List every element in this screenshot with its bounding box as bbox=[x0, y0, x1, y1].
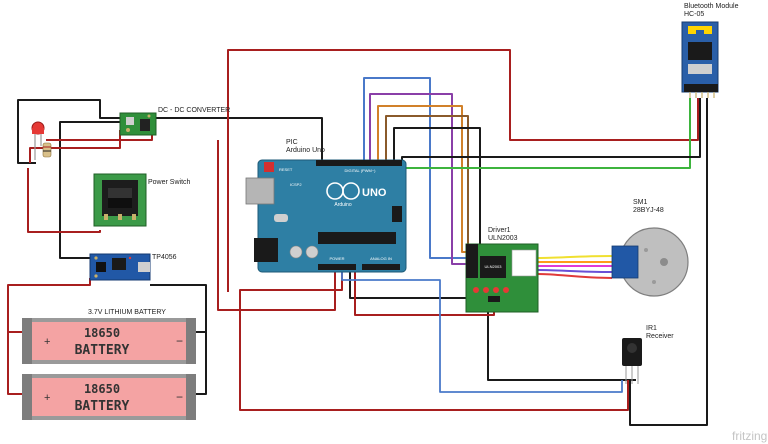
ir-label-line2: Receiver bbox=[646, 333, 674, 340]
wire-black-sig bbox=[393, 127, 481, 246]
battery-2-text: BATTERY bbox=[75, 399, 130, 414]
battery-1-text: BATTERY bbox=[75, 343, 130, 358]
wire-purple bbox=[369, 93, 466, 265]
battery-title: 3.7V LITHIUM BATTERY bbox=[88, 309, 166, 316]
wire-red-battery-to-tp bbox=[7, 278, 91, 332]
battery-1-model: 18650 bbox=[84, 326, 120, 340]
driver-chip bbox=[480, 256, 506, 278]
svg-text:−: − bbox=[176, 334, 183, 348]
ir-receiver bbox=[622, 338, 642, 384]
motor-label-line1: SM1 bbox=[633, 199, 648, 206]
svg-text:+: + bbox=[44, 336, 50, 348]
svg-text:−: − bbox=[176, 390, 183, 404]
power-header bbox=[318, 264, 356, 270]
battery-1: + − 18650 BATTERY bbox=[22, 318, 196, 364]
uln2003-driver: ULN2003 bbox=[465, 243, 539, 313]
wire-red-left-battery bbox=[27, 168, 101, 233]
wire-black-led-to-dcdc bbox=[17, 108, 36, 164]
mcu-chip bbox=[318, 232, 396, 244]
svg-text:ULN2003: ULN2003 bbox=[485, 264, 503, 269]
digital-header bbox=[316, 160, 402, 166]
bluetooth-label-line2: HC-05 bbox=[684, 11, 704, 18]
wire-black-dcdc-left-down bbox=[59, 121, 128, 259]
battery-2: + − 18650 BATTERY bbox=[22, 374, 196, 420]
wire-black-dcdc-to-arduino bbox=[152, 117, 323, 160]
usb-port bbox=[245, 177, 275, 205]
svg-text:POWER: POWER bbox=[329, 256, 344, 261]
wire-red-top-long bbox=[227, 49, 699, 292]
svg-text:ICSP2: ICSP2 bbox=[290, 182, 302, 187]
svg-text:Arduino: Arduino bbox=[334, 202, 351, 208]
wire-red-bottom bbox=[239, 270, 629, 411]
motor-ribbon bbox=[537, 255, 613, 279]
tp4056-module bbox=[89, 253, 151, 281]
battery-2-model: 18650 bbox=[84, 382, 120, 396]
led-component bbox=[31, 121, 52, 160]
driver-label-line2: ULN2003 bbox=[488, 235, 518, 242]
dcdc-converter bbox=[119, 112, 157, 136]
wire-orange bbox=[377, 105, 466, 253]
power-switch-label: Power Switch bbox=[148, 179, 191, 186]
wire-blue-arduino-to-driver bbox=[363, 77, 466, 259]
wire-blue-ir-signal bbox=[341, 270, 623, 393]
arduino-uno: RESET ICSP2 DIGITAL (PWM~) UNO Arduino P… bbox=[245, 159, 407, 273]
bluetooth-module bbox=[681, 21, 719, 98]
analog-header bbox=[362, 264, 400, 270]
wire-red-battery-left bbox=[7, 331, 22, 395]
wires bbox=[7, 49, 708, 426]
ir-label-line1: IR1 bbox=[646, 325, 657, 332]
stepper-motor bbox=[611, 227, 689, 297]
arduino-label-line2: Arduino Uno bbox=[286, 147, 325, 154]
power-jack bbox=[254, 238, 278, 262]
driver-label-line1: Driver1 bbox=[488, 227, 511, 234]
dcdc-label: DC - DC CONVERTER bbox=[158, 107, 230, 114]
arduino-label-line1: PIC bbox=[286, 139, 298, 146]
resistor bbox=[42, 142, 52, 158]
wire-black-bt-gnd bbox=[629, 98, 708, 426]
svg-text:DIGITAL (PWM~): DIGITAL (PWM~) bbox=[345, 168, 377, 173]
fritzing-watermark: fritzing bbox=[732, 429, 767, 443]
power-switch[interactable] bbox=[93, 173, 147, 227]
svg-text:+: + bbox=[44, 392, 50, 404]
wire-black-battery-right bbox=[196, 331, 207, 395]
wire-black-battery-to-tp bbox=[150, 284, 207, 332]
reset-button bbox=[264, 162, 274, 172]
motor-label-line2: 28BYJ-48 bbox=[633, 207, 664, 214]
svg-text:ANALOG IN: ANALOG IN bbox=[370, 256, 392, 261]
svg-text:RESET: RESET bbox=[279, 167, 293, 172]
wire-black-top-loop bbox=[17, 99, 126, 119]
wire-brown bbox=[385, 115, 469, 246]
arduino-uno-logo: UNO bbox=[362, 187, 387, 199]
tp4056-label: TP4056 bbox=[152, 254, 177, 261]
bluetooth-label-line1: Bluetooth Module bbox=[684, 3, 739, 10]
wire-black-bt bbox=[401, 98, 701, 162]
